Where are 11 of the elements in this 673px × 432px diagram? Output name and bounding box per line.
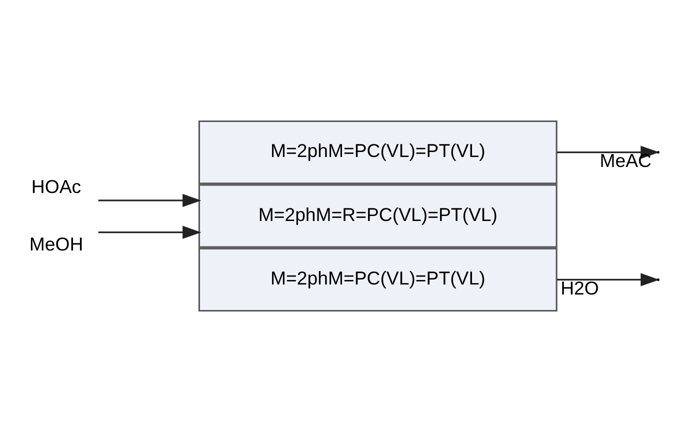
arrow [98, 226, 202, 239]
node-box: M=2phM=PC(VL)=PT(VL) [198, 248, 558, 312]
arrow [98, 194, 202, 207]
node-text: MeOH [29, 233, 84, 254]
arrow [556, 273, 660, 286]
node-box: M=2phM=R=PC(VL)=PT(VL) [198, 184, 558, 248]
node-text: HOAc [31, 176, 82, 197]
edge-label: H2O [560, 278, 599, 299]
node-box: M=2phM=PC(VL)=PT(VL) [198, 120, 558, 184]
edge-label: MeAC [600, 150, 652, 172]
arrow [556, 146, 660, 159]
